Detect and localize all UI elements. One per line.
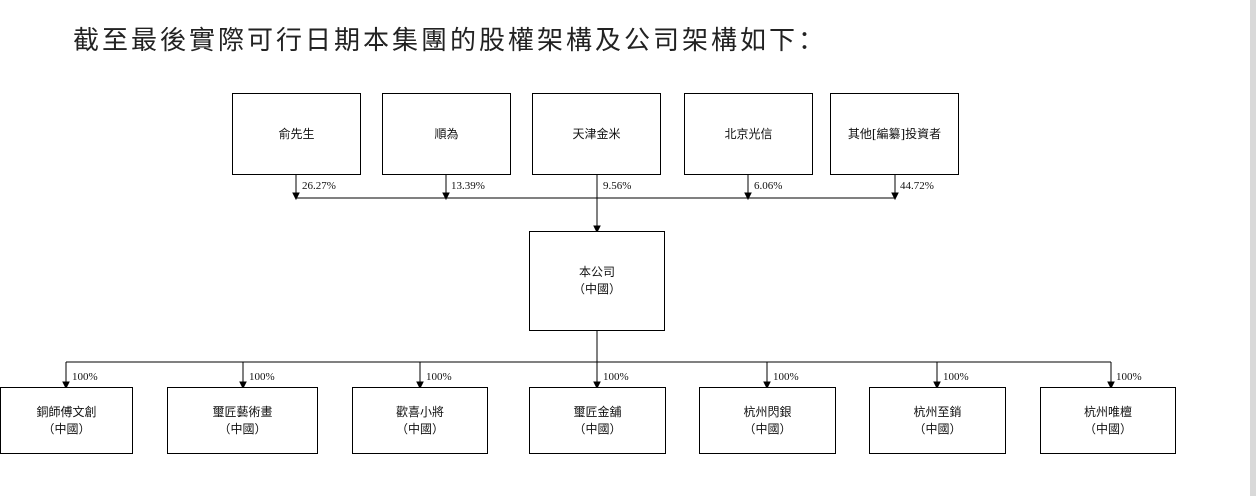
subsidiary-pct: 100% <box>1116 371 1142 383</box>
subsidiary-box: 杭州唯檀 （中國） <box>1040 387 1176 454</box>
subsidiary-name: 璽匠藝術畫 <box>212 404 273 419</box>
subsidiary-name: 杭州閃銀 <box>743 404 792 419</box>
shareholding-pct: 9.56% <box>603 180 632 192</box>
subsidiary-box: 璽匠金舖 （中國） <box>529 387 666 454</box>
subsidiary-pct: 100% <box>249 371 275 383</box>
subsidiary-pct: 100% <box>943 371 969 383</box>
shareholder-box: 北京光信 <box>684 93 813 175</box>
subsidiary-box: 銅師傅文創 （中國） <box>0 387 133 454</box>
subsidiary-pct: 100% <box>603 371 629 383</box>
scrollbar-track[interactable] <box>1250 0 1256 496</box>
shareholding-pct: 26.27% <box>302 180 336 192</box>
subsidiary-box: 歡喜小將 （中國） <box>352 387 488 454</box>
shareholder-box: 俞先生 <box>232 93 361 175</box>
shareholder-box: 其他[編纂]投資者 <box>830 93 959 175</box>
subsidiary-pct: 100% <box>72 371 98 383</box>
shareholding-pct: 6.06% <box>754 180 783 192</box>
subsidiary-box: 杭州至銷 （中國） <box>869 387 1006 454</box>
shareholder-name: 其他[編纂]投資者 <box>847 126 942 141</box>
subsidiary-name: 杭州唯檀 <box>1083 404 1132 419</box>
shareholder-box: 順為 <box>382 93 511 175</box>
page-heading: 截至最後實際可行日期本集團的股權架構及公司架構如下： <box>73 26 828 56</box>
shareholder-name: 北京光信 <box>724 126 773 141</box>
shareholding-pct: 13.39% <box>451 180 485 192</box>
shareholder-box: 天津金米 <box>532 93 661 175</box>
subsidiary-region: （中國） <box>573 421 622 436</box>
subsidiary-pct: 100% <box>426 371 452 383</box>
shareholding-pct: 44.72% <box>900 180 934 192</box>
scrollbar-thumb[interactable] <box>1250 0 1256 496</box>
shareholder-name: 順為 <box>434 126 459 141</box>
subsidiary-region: （中國） <box>42 421 91 436</box>
subsidiary-region: （中國） <box>743 421 792 436</box>
subsidiary-region: （中國） <box>1083 421 1132 436</box>
company-name: 本公司 <box>578 265 615 279</box>
company-region: （中國） <box>572 282 621 296</box>
subsidiary-name: 璽匠金舖 <box>573 404 622 419</box>
subsidiary-region: （中國） <box>913 421 962 436</box>
subsidiary-name: 杭州至銷 <box>913 404 962 419</box>
subsidiary-region: （中國） <box>395 421 444 436</box>
subsidiary-name: 銅師傅文創 <box>36 404 97 419</box>
subsidiary-name: 歡喜小將 <box>395 404 444 419</box>
subsidiary-box: 璽匠藝術畫 （中國） <box>167 387 318 454</box>
shareholder-name: 俞先生 <box>278 126 315 141</box>
subsidiary-pct: 100% <box>773 371 799 383</box>
subsidiary-box: 杭州閃銀 （中國） <box>699 387 836 454</box>
subsidiary-region: （中國） <box>218 421 267 436</box>
company-box: 本公司 （中國） <box>529 231 665 331</box>
shareholder-name: 天津金米 <box>572 126 621 141</box>
